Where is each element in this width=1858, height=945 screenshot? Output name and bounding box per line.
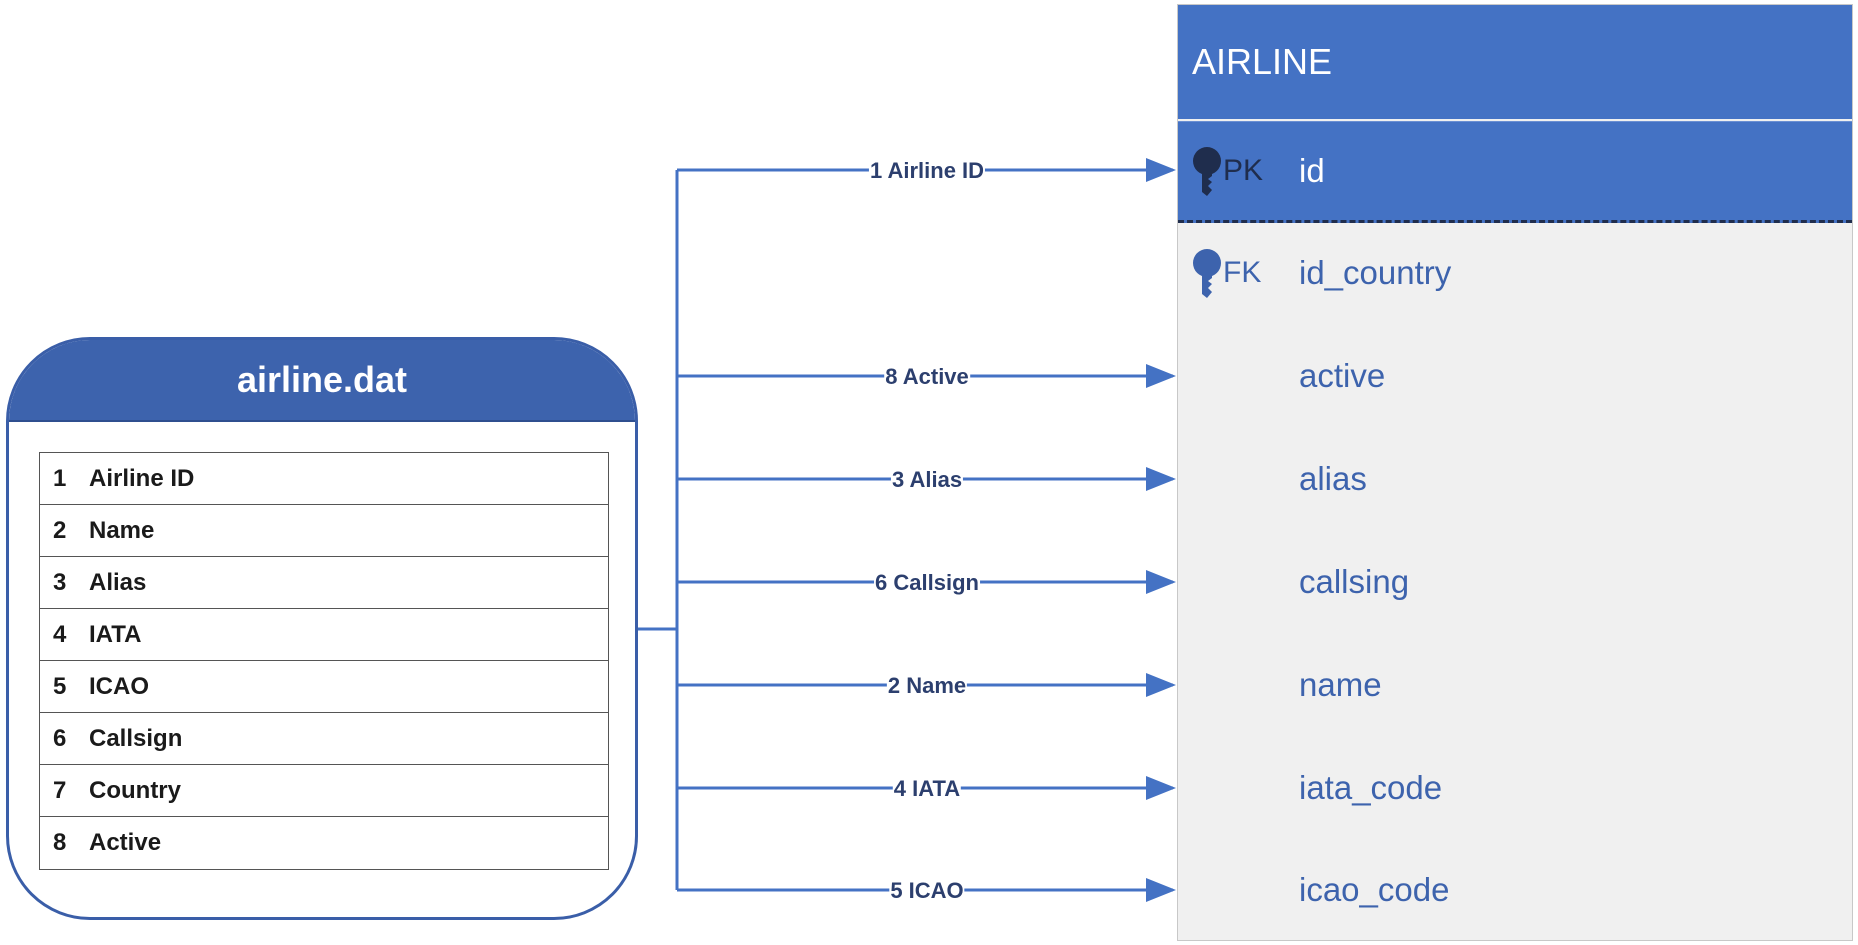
field-number: 1: [53, 464, 67, 492]
entity-column-row: FK id_country: [1178, 249, 1852, 305]
field-number: 7: [53, 776, 67, 804]
entity-column-row: name: [1178, 665, 1852, 717]
mapping-label-iata: 4 IATA: [892, 776, 962, 802]
source-field-row: 6 Callsign: [40, 713, 608, 765]
column-name: callsing: [1299, 563, 1410, 600]
entity-title: AIRLINE: [1178, 5, 1852, 119]
field-name: ICAO: [89, 672, 149, 700]
primary-key-row: PK id: [1178, 121, 1852, 223]
source-file-title: airline.dat: [9, 340, 635, 422]
field-name: Country: [89, 776, 181, 804]
column-name: id_country: [1299, 254, 1452, 291]
field-name: Airline ID: [89, 464, 195, 492]
source-field-list: 1 Airline ID 2 Name 3 Alias 4 IATA 5 ICAO 6 Ca…: [39, 452, 609, 870]
field-name: Alias: [89, 568, 147, 596]
source-field-row: 3 Alias: [40, 557, 608, 609]
column-name: name: [1299, 666, 1382, 703]
entity-column-row: callsing: [1178, 562, 1852, 614]
mapping-label-active: 8 Active: [884, 364, 970, 390]
pk-label: PK: [1223, 154, 1264, 187]
column-name: active: [1299, 357, 1386, 394]
key-icon: [1193, 147, 1221, 196]
column-name: iata_code: [1299, 769, 1443, 806]
source-field-row: 8 Active: [40, 817, 608, 869]
source-field-row: 7 Country: [40, 765, 608, 817]
field-number: 3: [53, 568, 67, 596]
field-number: 6: [53, 724, 67, 752]
entity-column-row: active: [1178, 356, 1852, 408]
entity-column-row: iata_code: [1178, 768, 1852, 820]
field-number: 2: [53, 516, 67, 544]
source-field-row: 2 Name: [40, 505, 608, 557]
source-field-row: 5 ICAO: [40, 661, 608, 713]
field-name: Callsign: [89, 724, 183, 752]
mapping-label-icao: 5 ICAO: [889, 878, 965, 904]
field-name: Active: [89, 829, 162, 856]
source-file-box: airline.dat 1 Airline ID 2 Name 3 Alias 4 IA…: [6, 337, 638, 920]
entity-table-airline: AIRLINE PK id FK id_country active alias…: [1177, 4, 1853, 941]
mapping-label-airline-id: 1 Airline ID: [868, 158, 986, 184]
field-number: 4: [53, 620, 67, 648]
field-name: IATA: [89, 620, 142, 648]
entity-column-row: icao_code: [1178, 870, 1852, 922]
field-number: 5: [53, 672, 67, 700]
mapping-label-name: 2 Name: [886, 673, 968, 699]
pk-column-name: id: [1299, 152, 1325, 189]
column-name: icao_code: [1299, 871, 1450, 908]
fk-label: FK: [1223, 256, 1262, 289]
source-field-row: 4 IATA: [40, 609, 608, 661]
field-name: Name: [89, 516, 155, 544]
mapping-label-alias: 3 Alias: [890, 467, 964, 493]
field-number: 8: [53, 829, 67, 856]
column-name: alias: [1299, 460, 1367, 497]
source-field-row: 1 Airline ID: [40, 453, 608, 505]
entity-column-row: alias: [1178, 459, 1852, 511]
key-icon: [1193, 249, 1221, 298]
mapping-label-callsign: 6 Callsign: [874, 570, 980, 596]
